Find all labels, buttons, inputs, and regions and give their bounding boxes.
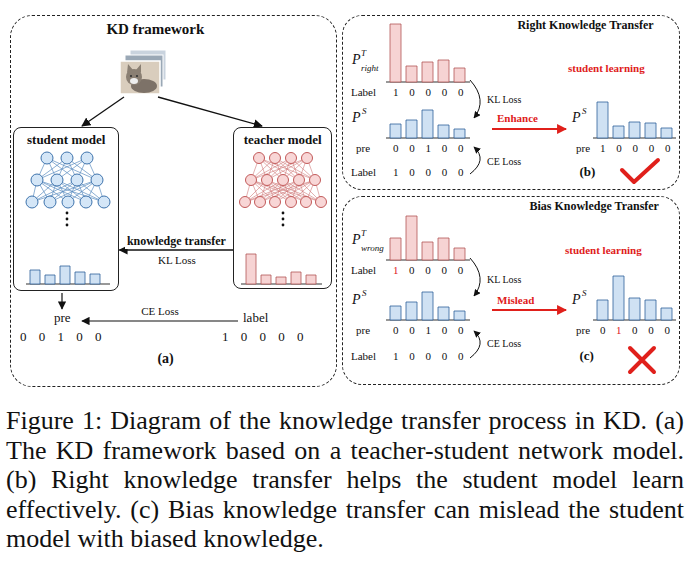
model-title: teacher model <box>244 133 322 148</box>
label-vector: 0 0 0 0 <box>409 264 463 277</box>
prob-superscript: S <box>362 288 367 298</box>
ellipsis-dots <box>66 212 69 227</box>
prediction-digit: 1 <box>616 324 622 337</box>
label-vector: 1 0 0 0 0 <box>222 330 304 345</box>
prob-subscript: right <box>361 63 379 73</box>
prediction-vector: 0 0 1 0 0 <box>393 142 464 155</box>
student-distribution <box>30 266 100 284</box>
input-arrow <box>82 97 124 126</box>
label-digit: 1 <box>393 264 399 277</box>
ellipsis-dots <box>282 212 285 227</box>
loss-label: KL Loss <box>487 94 521 106</box>
model-title: student model <box>27 133 105 148</box>
effect-label: Enhance <box>497 112 538 125</box>
teacher-distribution <box>390 24 465 82</box>
learning-heading: student learning <box>565 244 642 257</box>
prob-symbol: P <box>572 292 581 308</box>
photo-front <box>120 61 160 94</box>
panel-heading: Bias Knowledge Transfer <box>529 200 659 214</box>
check-mark <box>622 160 658 182</box>
prediction-digit: 0 <box>600 324 606 337</box>
label-caption: Label <box>351 350 376 363</box>
loss-label: CE Loss <box>141 305 179 318</box>
kl-loss-arrow <box>470 258 480 296</box>
prediction-vector: 0 0 0 <box>632 324 670 337</box>
prob-superscript: T <box>361 228 366 238</box>
edge-label: knowledge transfer <box>125 235 228 249</box>
loss-label: CE Loss <box>487 156 521 168</box>
learning-heading: student learning <box>568 62 645 75</box>
mislead-arrow <box>492 309 566 311</box>
label-caption: Label <box>351 86 376 99</box>
network-neurons <box>240 153 327 208</box>
label-vector: 1 0 0 0 0 <box>393 86 464 99</box>
label-caption: Label <box>351 166 376 179</box>
prediction-vector: 0 0 1 0 0 <box>393 324 464 337</box>
cat-body <box>131 79 157 93</box>
prob-symbol: P <box>352 232 361 248</box>
cat-eye <box>130 75 132 77</box>
kl-loss-arrow <box>470 80 480 118</box>
transfer-arrow <box>119 249 233 250</box>
effect-label: Mislead <box>497 294 534 307</box>
prediction-label: pre <box>356 324 370 337</box>
panel-heading: KD framework <box>106 21 204 38</box>
enhance-arrow <box>492 128 566 130</box>
prob-symbol: P <box>572 110 581 126</box>
ce-loss-arrow <box>470 331 480 358</box>
loss-label: KL Loss <box>487 274 521 286</box>
panel-tag: (a) <box>157 351 173 367</box>
cross-mark <box>630 348 654 372</box>
cat-muzzle <box>130 78 138 84</box>
prediction-label: pre <box>576 142 590 155</box>
prediction-label: pre <box>54 311 71 326</box>
label-vector: 1 0 0 0 0 <box>393 166 464 179</box>
loss-label: KL Loss <box>158 254 196 267</box>
model-box: student model <box>13 127 119 291</box>
label-caption: Label <box>351 264 376 277</box>
prediction-label: pre <box>576 324 590 337</box>
network-neurons <box>26 152 110 208</box>
ce-loss-arrow <box>470 147 480 174</box>
prediction-vector: 0 0 1 0 0 <box>20 330 102 345</box>
input-image <box>120 50 166 94</box>
prob-subscript: wrong <box>361 243 384 253</box>
prob-superscript: S <box>362 106 367 116</box>
prob-superscript: S <box>582 106 587 116</box>
cat-eye <box>136 75 138 77</box>
loss-label: CE Loss <box>487 338 521 350</box>
panel-tag: (b) <box>579 165 595 180</box>
prob-symbol: P <box>352 292 361 308</box>
prob-symbol: P <box>352 110 361 126</box>
label-vector: 1 0 0 0 0 <box>393 350 464 363</box>
student-distribution <box>390 110 465 138</box>
model-box: teacher model <box>233 127 332 289</box>
prob-superscript: T <box>361 48 366 58</box>
output-arrow <box>61 293 62 309</box>
prediction-vector: 1 0 0 0 0 <box>600 142 671 155</box>
student-distribution <box>597 276 672 320</box>
teacher-distribution <box>390 216 465 260</box>
figure-caption: Figure 1: Diagram of the knowledge trans… <box>6 406 684 554</box>
input-arrow <box>158 97 262 126</box>
prob-superscript: S <box>582 288 587 298</box>
prob-symbol: P <box>352 52 361 68</box>
prediction-label: pre <box>356 142 370 155</box>
label-caption: label <box>243 311 268 326</box>
ce-loss-arrow <box>82 320 238 321</box>
student-distribution <box>390 292 465 320</box>
panel-tag: (c) <box>579 349 593 364</box>
cat-ears <box>127 64 141 73</box>
student-distribution <box>597 102 672 138</box>
teacher-distribution <box>246 254 316 284</box>
panel-heading: Right Knowledge Transfer <box>517 19 653 33</box>
panel-frame: Bias Knowledge Transfer (c) <box>342 196 680 385</box>
